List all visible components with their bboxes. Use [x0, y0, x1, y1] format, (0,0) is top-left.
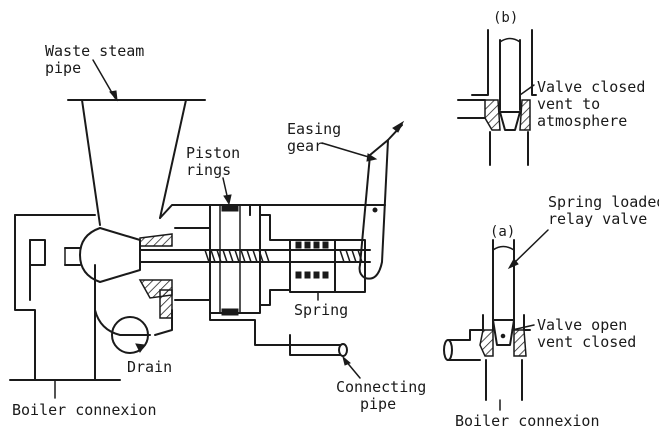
- boiler-connexion-right-label: Boiler connexion: [455, 412, 600, 430]
- valve-closed-label-1: Valve closed: [537, 78, 645, 96]
- packing-hatched: [138, 233, 173, 319]
- drain: [111, 316, 149, 354]
- waste-steam-pipe: [67, 99, 206, 226]
- spring-relay-label-2: relay valve: [548, 210, 647, 228]
- spring-coils: [295, 241, 329, 279]
- valve-closed-label-3: atmosphere: [537, 112, 627, 130]
- valve-body: [9, 204, 386, 381]
- easing-gear-label-2: gear: [287, 137, 323, 155]
- leader-lines-right: [499, 84, 549, 411]
- drain-label: Drain: [127, 358, 172, 376]
- connecting-pipe-label-1: Connecting: [336, 378, 426, 396]
- view-a-label: (a): [490, 224, 515, 240]
- spindle: [139, 249, 371, 263]
- leader-lines-left: [54, 59, 378, 399]
- piston-rings-label-2: rings: [186, 161, 231, 179]
- easing-gear-label-1: Easing: [287, 120, 341, 138]
- valve-open-label-1: Valve open: [537, 316, 627, 334]
- connecting-pipe-label-2: pipe: [360, 395, 396, 413]
- view-a-valve: [443, 239, 531, 401]
- waste-steam-pipe-label-2: pipe: [45, 59, 81, 77]
- waste-steam-pipe-label-1: Waste steam: [45, 42, 144, 60]
- easing-gear-lever: [358, 120, 405, 280]
- valve-closed-label-2: vent to: [537, 95, 600, 113]
- spring-label: Spring: [294, 301, 348, 319]
- connecting-pipe-end: [338, 343, 348, 357]
- view-b-label: (b): [493, 10, 518, 26]
- spring-relay-label-1: Spring loaded: [548, 193, 659, 211]
- piston-rings: [221, 204, 239, 316]
- valve-open-label-2: vent closed: [537, 333, 636, 351]
- piston-rings-label-1: Piston: [186, 144, 240, 162]
- view-b-valve: [457, 29, 537, 166]
- valve-head: [64, 227, 141, 283]
- boiler-connexion-left-label: Boiler connexion: [12, 401, 157, 419]
